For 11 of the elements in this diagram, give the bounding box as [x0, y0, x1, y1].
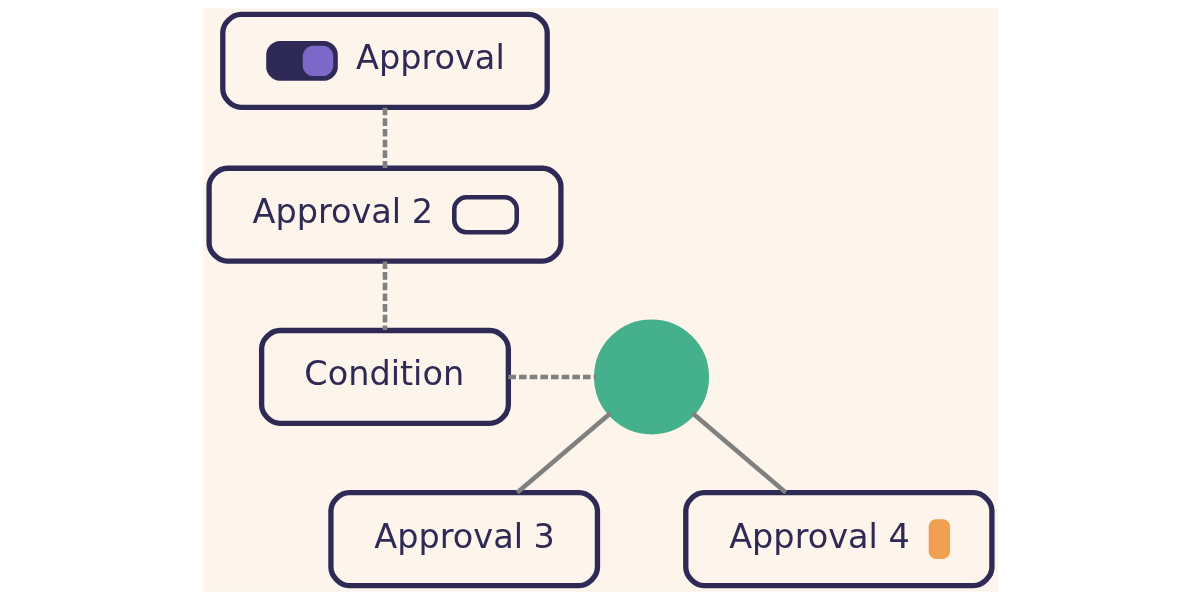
node-box: Approval [219, 11, 550, 110]
connector [690, 411, 787, 495]
connector [382, 107, 387, 168]
node-circle [593, 319, 709, 435]
node-box: Condition [258, 327, 511, 427]
connector [507, 374, 596, 380]
node-box: Approval 2 [205, 165, 564, 264]
connector [515, 411, 612, 495]
node-box: Approval 3 [327, 490, 600, 589]
node-box: Approval 4 [682, 490, 995, 589]
connector [382, 261, 387, 331]
